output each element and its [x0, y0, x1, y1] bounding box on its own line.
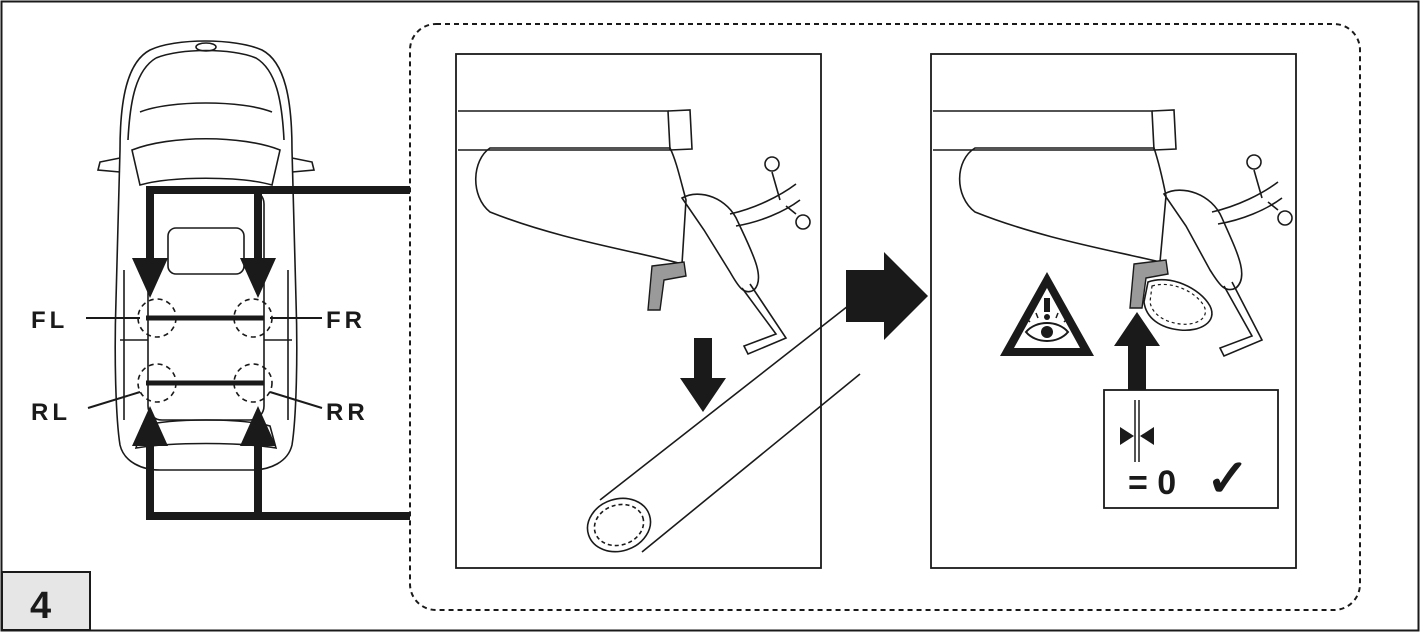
position-labels: FL FR RL RR — [31, 307, 369, 426]
arrow-up-icon — [240, 406, 276, 446]
panel-after: = 0 ✓ — [930, 53, 1297, 569]
callout-connectors — [146, 186, 410, 520]
label-front-right: FR — [326, 307, 366, 334]
roof-bars — [146, 315, 264, 386]
gap-indicator-icon — [1120, 400, 1154, 462]
connector-arrowheads — [132, 258, 276, 446]
label-rear-right: RR — [326, 399, 369, 426]
foot-position-markers — [137, 298, 273, 403]
next-step-arrow-icon — [846, 252, 928, 340]
label-rear-left: RL — [31, 399, 71, 426]
warning-eye-icon — [1000, 272, 1094, 356]
gap-zero-text: = 0 — [1128, 464, 1176, 502]
arrow-up-icon — [132, 406, 168, 446]
car-top-view — [96, 40, 316, 471]
arrow-up-icon — [1114, 312, 1160, 390]
step-badge: 4 — [1, 571, 91, 631]
detail-callout-area — [409, 23, 1361, 611]
panel-before — [455, 53, 861, 569]
gap-check-box: = 0 ✓ — [1103, 389, 1279, 509]
step-number: 4 — [30, 585, 51, 627]
check-icon: ✓ — [1206, 450, 1250, 508]
arrow-down-icon — [132, 258, 168, 298]
arrow-down-icon — [240, 258, 276, 298]
arrow-down-icon — [680, 338, 726, 412]
label-front-left: FL — [31, 307, 68, 334]
